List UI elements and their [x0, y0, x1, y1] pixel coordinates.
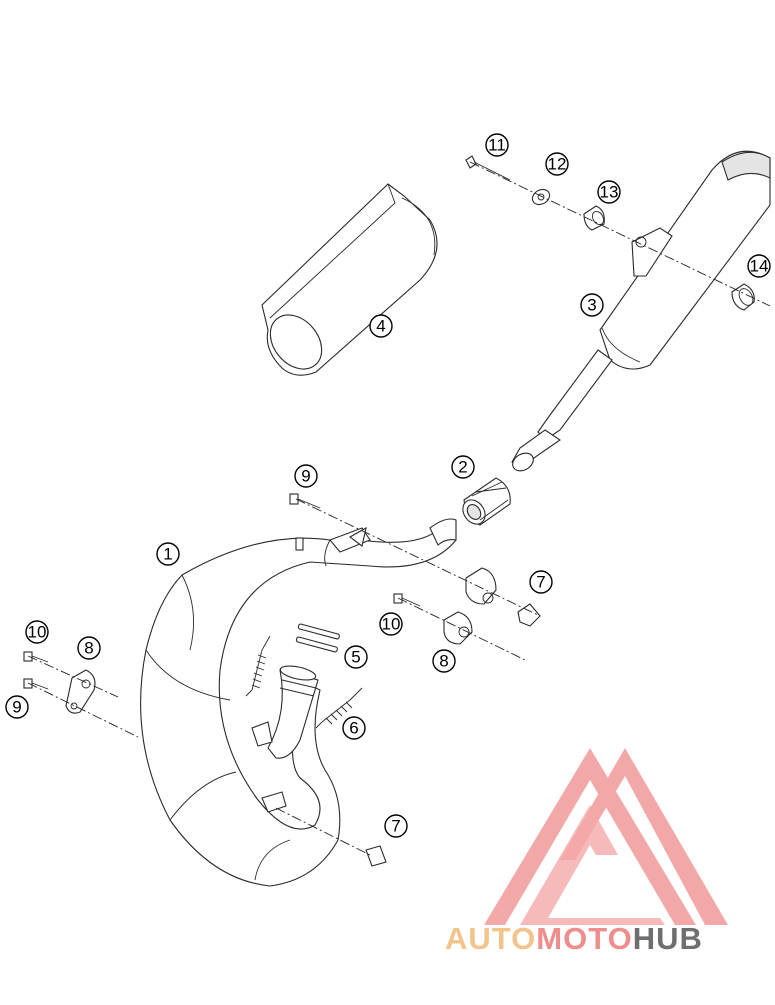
svg-text:10: 10	[382, 615, 401, 634]
watermark-moto: MOTO	[536, 921, 633, 956]
bolt-upper	[289, 493, 321, 509]
svg-text:4: 4	[376, 317, 385, 336]
bolt-mid	[393, 593, 421, 607]
coupling-sleeve	[462, 477, 511, 526]
svg-text:8: 8	[439, 652, 448, 671]
svg-text:9: 9	[301, 467, 310, 486]
svg-text:6: 6	[349, 719, 358, 738]
rubber-mount-upper	[465, 567, 497, 605]
svg-text:10: 10	[28, 623, 47, 642]
svg-text:3: 3	[587, 296, 596, 315]
callout-14: 14	[747, 254, 771, 278]
callout-7-lower: 7	[384, 814, 408, 838]
assembly-centerlines	[27, 161, 771, 857]
svg-text:11: 11	[488, 136, 506, 155]
callout-2: 2	[451, 455, 475, 479]
callout-10-left: 10	[25, 620, 49, 644]
svg-text:14: 14	[750, 257, 769, 276]
callout-10-right: 10	[379, 612, 403, 636]
callout-8-right: 8	[432, 649, 456, 673]
watermark-auto: AUTO	[445, 921, 537, 956]
callout-9-upper: 9	[294, 464, 318, 488]
svg-text:12: 12	[548, 155, 567, 174]
callout-1: 1	[156, 542, 180, 566]
svg-text:9: 9	[12, 698, 21, 717]
svg-text:8: 8	[84, 639, 93, 658]
silencer	[511, 150, 771, 472]
exhaust-pipe	[140, 518, 457, 887]
callout-12: 12	[545, 152, 569, 176]
callout-5: 5	[344, 645, 368, 669]
svg-text:5: 5	[351, 648, 360, 667]
svg-text:1: 1	[163, 545, 172, 564]
clip-upper	[517, 603, 541, 627]
callout-3: 3	[580, 293, 604, 317]
svg-text:2: 2	[458, 458, 467, 477]
callout-6: 6	[342, 716, 366, 740]
seal-rings	[295, 623, 340, 653]
callout-9-left: 9	[5, 695, 29, 719]
silencer-grommet	[583, 205, 605, 231]
callout-8-left: 8	[77, 636, 101, 660]
svg-text:13: 13	[600, 183, 619, 202]
watermark-logo-mark	[484, 748, 728, 925]
bolt-left-lower	[23, 678, 49, 690]
watermark-hub: HUB	[632, 921, 703, 956]
clip-lower	[365, 845, 387, 867]
callout-11: 11	[485, 133, 509, 157]
watermark-wordmark: AUTOMOTOHUB	[445, 921, 775, 961]
svg-text:7: 7	[536, 573, 545, 592]
heat-shield-sleeve	[261, 183, 438, 376]
svg-text:7: 7	[391, 817, 400, 836]
silencer-bolt	[465, 155, 511, 181]
silencer-washer	[531, 188, 551, 206]
callout-13: 13	[597, 180, 621, 204]
bracket-left	[65, 669, 96, 714]
callout-4: 4	[369, 314, 393, 338]
springs	[245, 635, 363, 729]
bolt-left-upper	[23, 651, 49, 663]
rubber-mount-lower	[443, 611, 473, 645]
callout-7-upper: 7	[529, 570, 553, 594]
